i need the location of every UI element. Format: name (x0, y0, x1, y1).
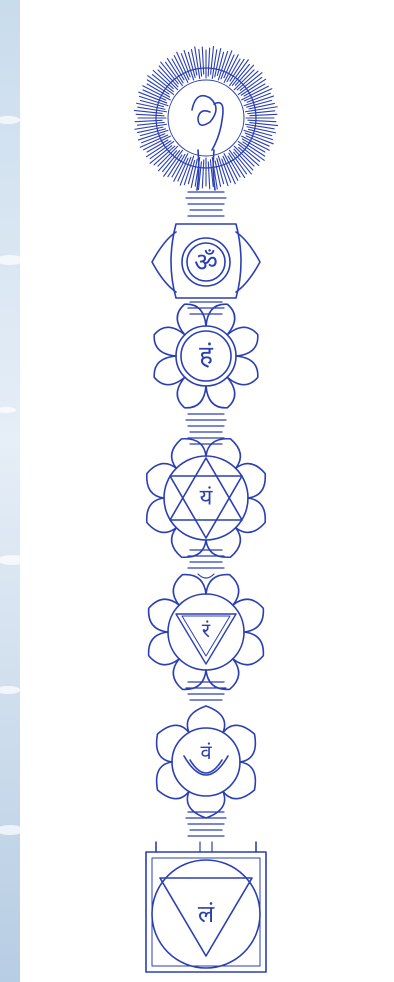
throat-glyph: हं (199, 341, 214, 371)
solar-plexus-glyph: रं (202, 618, 211, 642)
spine-connector (186, 192, 226, 216)
sacral-glyph: वं (200, 740, 212, 764)
heart-glyph: यं (200, 486, 214, 511)
third-eye-glyph: ॐ (194, 248, 218, 278)
crown-chakra (134, 46, 277, 190)
root-glyph: लं (198, 900, 215, 928)
